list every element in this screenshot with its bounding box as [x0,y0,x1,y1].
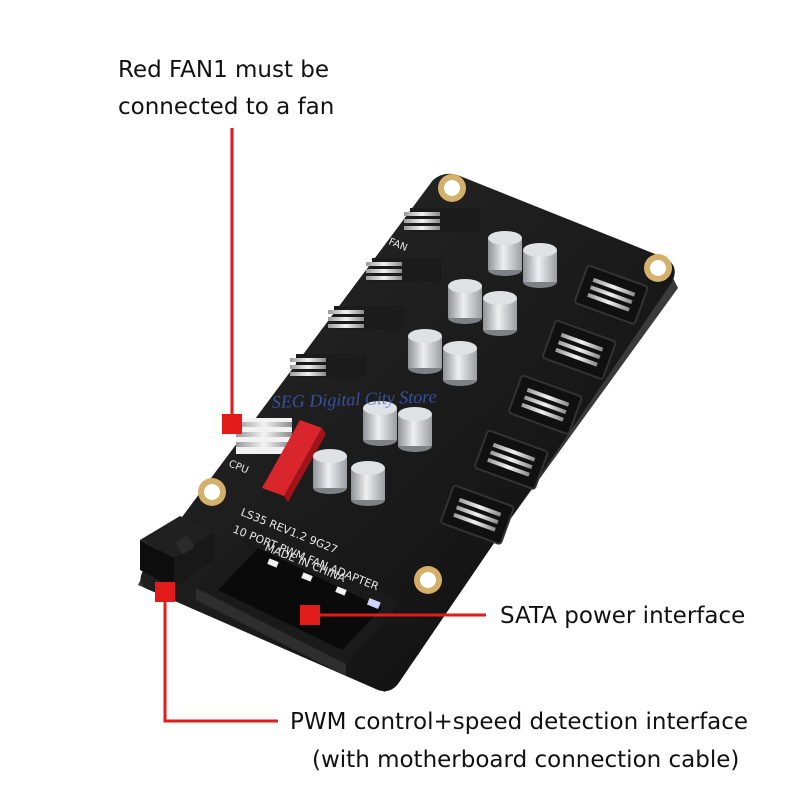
red-fan1-connector [236,418,326,502]
sata-marker [300,605,320,625]
fan1-annotation: Red FAN1 must be connected to a fan [118,52,334,126]
sata-annotation: SATA power interface [500,603,746,629]
pwm-annotation-line1: PWM control+speed detection interface [290,709,749,735]
pwm-marker [155,582,175,602]
right-fan-headers [440,264,649,545]
mounting-holes [198,174,672,594]
pwm-connector [140,516,214,588]
left-fan-headers [290,208,480,378]
pwm-callout-line [163,592,278,723]
capacitors [313,231,557,506]
pwm-annotation-line2: (with motherboard connection cable) [312,747,740,773]
status-leds [267,558,381,609]
sata-connector [196,530,400,676]
fan1-annotation-line1: Red FAN1 must be [118,57,330,83]
fan1-marker [222,414,242,434]
annotation-markers [155,414,320,625]
fan1-annotation-line2: connected to a fan [118,94,335,120]
annotation-lines [163,128,486,723]
